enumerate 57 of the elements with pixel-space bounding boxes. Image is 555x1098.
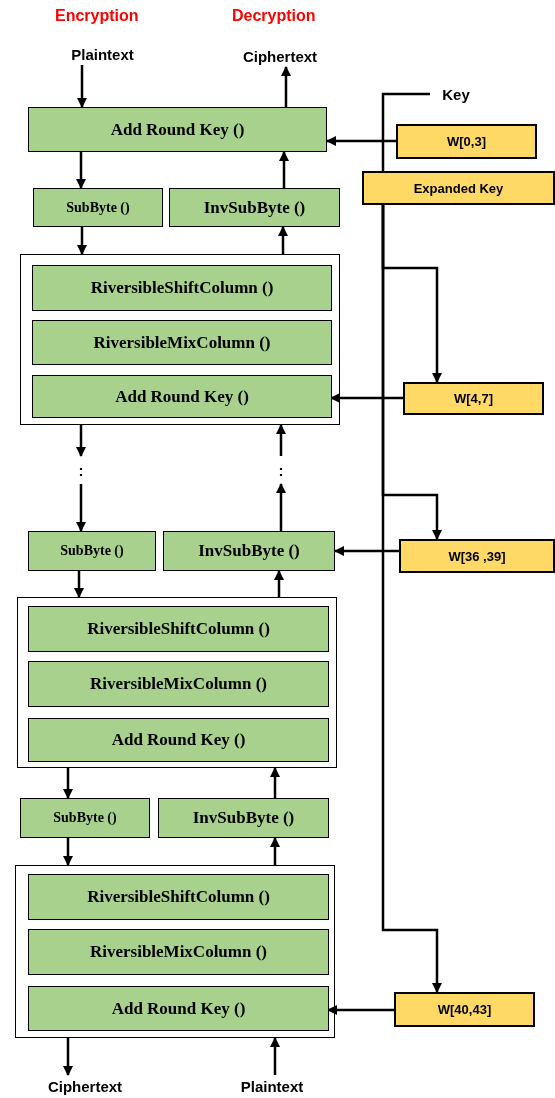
arrow (76, 425, 86, 457)
round-frame (15, 865, 335, 1038)
key-box: W[0,3] (396, 124, 537, 159)
process-box: RiversibleMixColumn () (28, 661, 329, 707)
process-box: SubByte () (28, 531, 156, 571)
arrow (74, 571, 84, 598)
arrow (276, 483, 286, 531)
text-label: Plaintext (222, 1075, 322, 1097)
column-heading: Decryption (232, 7, 316, 25)
key-box: W[40,43] (394, 992, 535, 1027)
process-box: Add Round Key () (32, 375, 332, 418)
process-box: InvSubByte () (158, 798, 329, 838)
arrow (76, 152, 86, 189)
text-label: Plaintext (55, 43, 150, 65)
arrow (63, 768, 73, 799)
process-box: InvSubByte () (163, 531, 335, 571)
arrow (279, 151, 289, 188)
round-frame (20, 254, 340, 425)
arrow (334, 546, 399, 556)
arrow (326, 136, 396, 146)
round-frame (17, 597, 337, 768)
process-box: Add Round Key () (28, 986, 329, 1031)
process-box: RiversibleShiftColumn () (28, 606, 329, 652)
ellipsis-mark: : (71, 456, 91, 484)
process-box: RiversibleShiftColumn () (28, 874, 329, 920)
arrow (77, 227, 87, 255)
process-box: RiversibleMixColumn () (28, 929, 329, 975)
arrow (63, 838, 73, 866)
arrow (63, 1038, 73, 1076)
arrow (278, 226, 288, 254)
arrow (327, 1005, 394, 1015)
key-box: Expanded Key (362, 171, 555, 205)
process-box: SubByte () (20, 798, 150, 838)
text-label: Key (430, 83, 482, 105)
arrow (77, 65, 87, 108)
process-box: RiversibleMixColumn () (32, 320, 332, 365)
arrow (270, 837, 280, 865)
arrow (281, 66, 291, 107)
column-heading: Encryption (55, 7, 139, 25)
key-box: W[36 ,39] (399, 539, 555, 573)
text-label: Ciphertext (228, 45, 332, 67)
process-box: Add Round Key () (28, 107, 327, 152)
arrow (330, 393, 403, 403)
process-box: SubByte () (33, 188, 163, 227)
process-box: InvSubByte () (169, 188, 340, 227)
arrow (270, 1037, 280, 1075)
process-box: RiversibleShiftColumn () (32, 265, 332, 311)
arrow (274, 570, 284, 597)
process-box: Add Round Key () (28, 718, 329, 762)
connector-line (381, 92, 430, 171)
text-label: Ciphertext (28, 1075, 142, 1097)
arrow (276, 424, 286, 456)
arrow (270, 767, 280, 798)
key-box: W[4,7] (403, 382, 544, 415)
arrow (76, 484, 86, 532)
arrow (381, 205, 442, 993)
ellipsis-mark: : (271, 456, 291, 484)
